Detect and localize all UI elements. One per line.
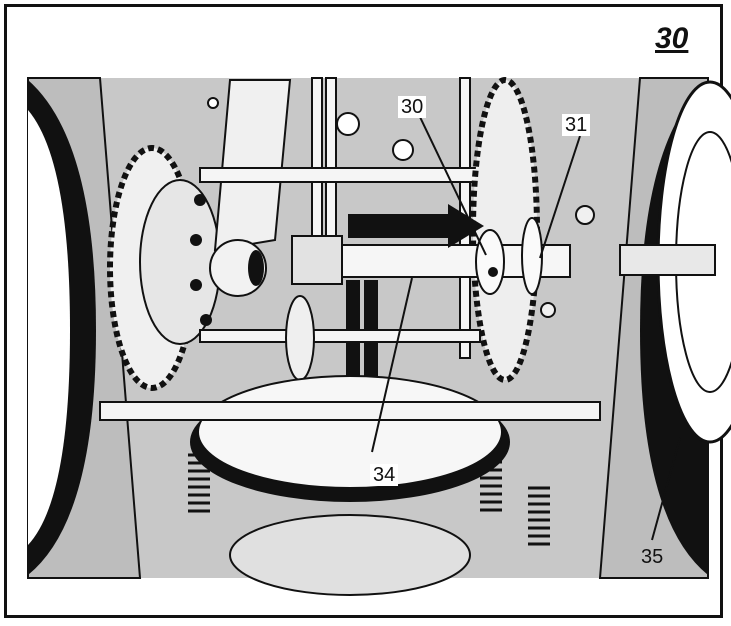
- main-shaft: [291, 217, 571, 295]
- upper-shaft: [199, 167, 511, 183]
- housing-holes: [207, 97, 414, 161]
- figure-number: 30: [655, 22, 689, 55]
- lever-arm: [209, 79, 292, 297]
- lower-pulley: [229, 514, 471, 596]
- cross-bar: [99, 401, 601, 421]
- lower-shaft: [199, 295, 481, 381]
- left-tire: [28, 80, 96, 575]
- friction-disc: [190, 375, 510, 502]
- leader-lines: [371, 116, 681, 541]
- callout-30: 30: [398, 96, 427, 118]
- right-wheel: [619, 80, 731, 575]
- callout-31: 31: [562, 114, 591, 136]
- springs: [188, 453, 550, 546]
- callout-34: 34: [370, 464, 399, 486]
- callout-35: 35: [641, 546, 664, 568]
- direction-arrow: [348, 204, 484, 248]
